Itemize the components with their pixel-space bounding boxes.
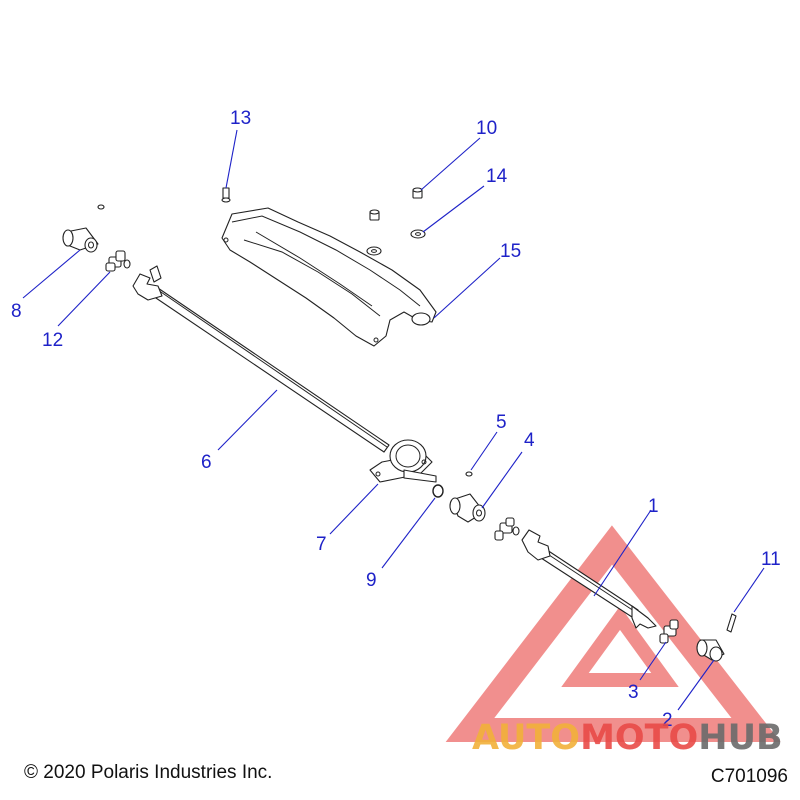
copyright-notice: © 2020 Polaris Industries Inc. — [24, 762, 273, 783]
callout-14: 14 — [486, 166, 508, 187]
callout-5: 5 — [496, 412, 507, 433]
rear-shaft-1-part — [521, 529, 657, 629]
watermark-logo-mark — [445, 525, 781, 742]
watermark-auto: AUTO — [472, 718, 580, 758]
callout-9: 9 — [366, 570, 377, 591]
callout-3: 3 — [628, 682, 639, 703]
callout-7: 7 — [316, 534, 327, 555]
watermark-hub: HUB — [698, 718, 782, 758]
yoke-2-part — [696, 639, 725, 662]
yoke-8-part — [62, 227, 99, 253]
callout-13: 13 — [230, 108, 251, 129]
snap-ring-9-part — [432, 484, 444, 498]
screw-13-part — [221, 187, 231, 203]
callout-11: 11 — [761, 549, 781, 570]
drawing-code: C701096 — [710, 766, 788, 787]
bolt-mid-part — [369, 209, 380, 221]
center-bearing-7-part — [369, 439, 437, 483]
svg-text:AUTOMOTOHUB: AUTOMOTOHUB — [472, 718, 783, 758]
callout-10: 10 — [476, 118, 497, 139]
u-joint-12-part — [105, 250, 131, 272]
washer-14-part — [410, 229, 426, 239]
callout-1: 1 — [648, 496, 659, 517]
watermark-moto: MOTO — [580, 718, 698, 758]
callout-12: 12 — [42, 330, 63, 351]
watermark-wordmark: AUTOMOTOHUB — [472, 718, 783, 758]
roll-pin-11-part — [726, 613, 737, 633]
leader-lines — [22, 129, 765, 711]
callout-4: 4 — [524, 430, 535, 451]
u-joint-center-part — [494, 517, 520, 541]
callout-labels: 1 2 3 4 5 6 7 8 9 10 11 12 13 14 15 — [11, 108, 781, 731]
callout-15: 15 — [500, 241, 521, 262]
grease-fitting-5-part — [465, 471, 473, 477]
u-joint-3-part — [659, 619, 679, 644]
callout-8: 8 — [11, 301, 22, 322]
heat-shield-part — [221, 207, 437, 347]
grease-fitting-part — [97, 204, 105, 210]
prop-shaft-6-part — [132, 265, 390, 453]
bolt-10-part — [412, 187, 423, 199]
callout-2: 2 — [662, 710, 673, 731]
callout-6: 6 — [201, 452, 212, 473]
washer-mid-part — [366, 246, 382, 256]
yoke-4-part — [449, 493, 486, 523]
